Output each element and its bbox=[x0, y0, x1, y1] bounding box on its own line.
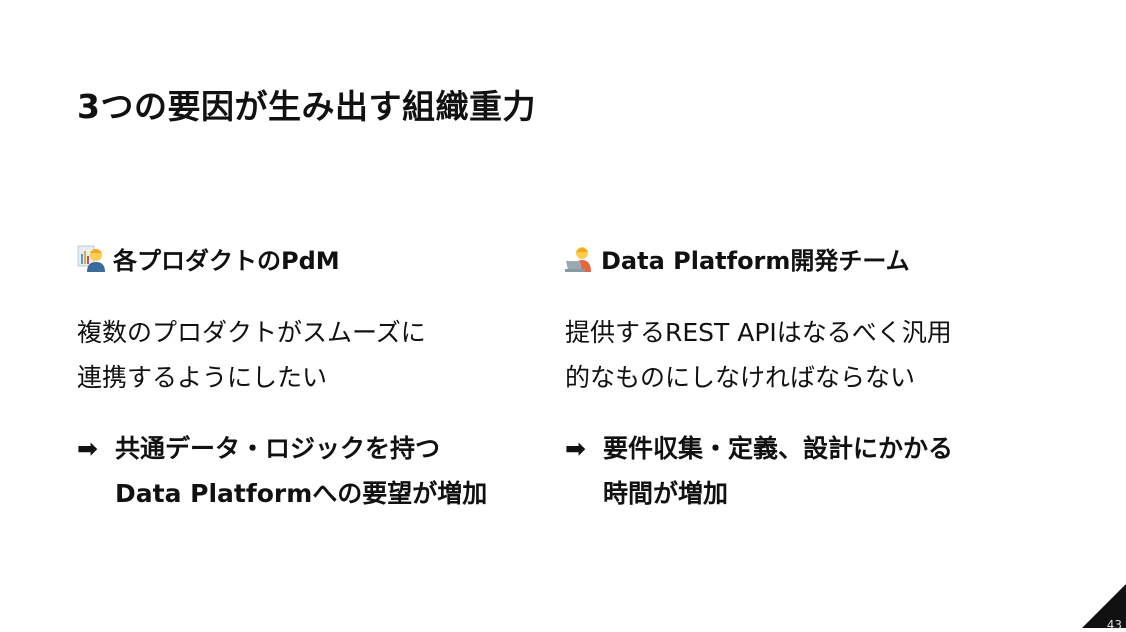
arrow-right-icon: ➡ bbox=[77, 434, 98, 463]
pdm-heading: 各プロダクトのPdM bbox=[77, 238, 547, 278]
corner-triangle bbox=[1082, 584, 1126, 628]
heading-text: Data Platform開発チーム bbox=[601, 246, 910, 275]
page-number: 43 bbox=[1106, 618, 1122, 632]
technologist-icon bbox=[565, 247, 591, 272]
pdm-conclusion: ➡ 共通データ・ロジックを持つ Data Platformへの要望が増加 bbox=[77, 426, 547, 516]
slide-title: 3つの要因が生み出す組織重力 bbox=[77, 87, 536, 126]
conclusion-text: 要件収集・定義、設計にかかる 時間が増加 bbox=[603, 434, 954, 508]
data-platform-column: Data Platform開発チーム 提供するREST APIはなるべく汎用 的… bbox=[565, 238, 1035, 516]
office-worker-icon bbox=[77, 245, 105, 272]
pdm-column: 各プロダクトのPdM 複数のプロダクトがスムーズに 連携するようにしたい ➡ 共… bbox=[77, 238, 547, 516]
data-platform-heading: Data Platform開発チーム bbox=[565, 238, 1035, 278]
arrow-right-icon: ➡ bbox=[565, 434, 586, 463]
heading-text: 各プロダクトのPdM bbox=[113, 246, 340, 275]
data-platform-conclusion: ➡ 要件収集・定義、設計にかかる 時間が増加 bbox=[565, 426, 1035, 516]
pdm-description: 複数のプロダクトがスムーズに 連携するようにしたい bbox=[77, 318, 426, 392]
conclusion-text: 共通データ・ロジックを持つ Data Platformへの要望が増加 bbox=[115, 434, 488, 508]
data-platform-description: 提供するREST APIはなるべく汎用 的なものにしなければならない bbox=[565, 318, 952, 392]
